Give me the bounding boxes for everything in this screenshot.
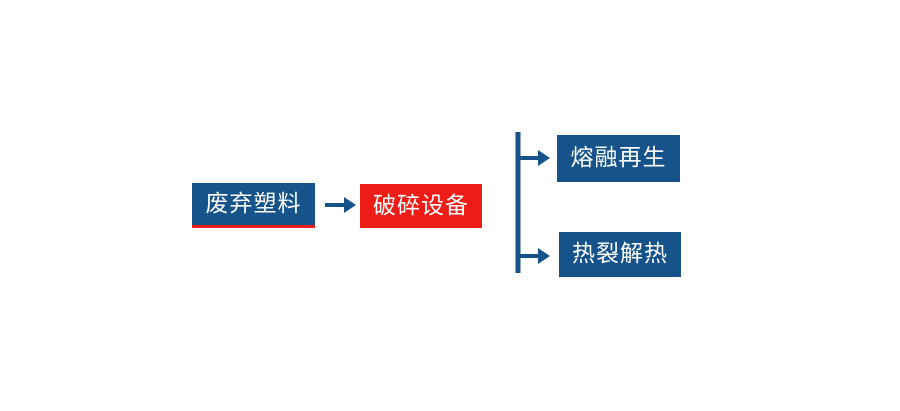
node-pyrolysis[interactable]: 热裂解热 xyxy=(559,232,681,277)
arrow-main-icon xyxy=(325,197,356,213)
node-crusher-label: 破碎设备 xyxy=(373,192,469,219)
arrow-branch-bottom-icon xyxy=(518,248,550,264)
arrow-branch-top-icon xyxy=(518,150,550,166)
node-melt-regen-label: 熔融再生 xyxy=(570,145,667,171)
node-waste-plastic[interactable]: 废弃塑料 xyxy=(192,183,315,228)
node-melt-regen[interactable]: 熔融再生 xyxy=(557,135,680,182)
node-pyrolysis-label: 热裂解热 xyxy=(572,241,668,267)
node-crusher[interactable]: 破碎设备 xyxy=(360,184,482,228)
node-waste-plastic-label: 废弃塑料 xyxy=(205,190,302,217)
